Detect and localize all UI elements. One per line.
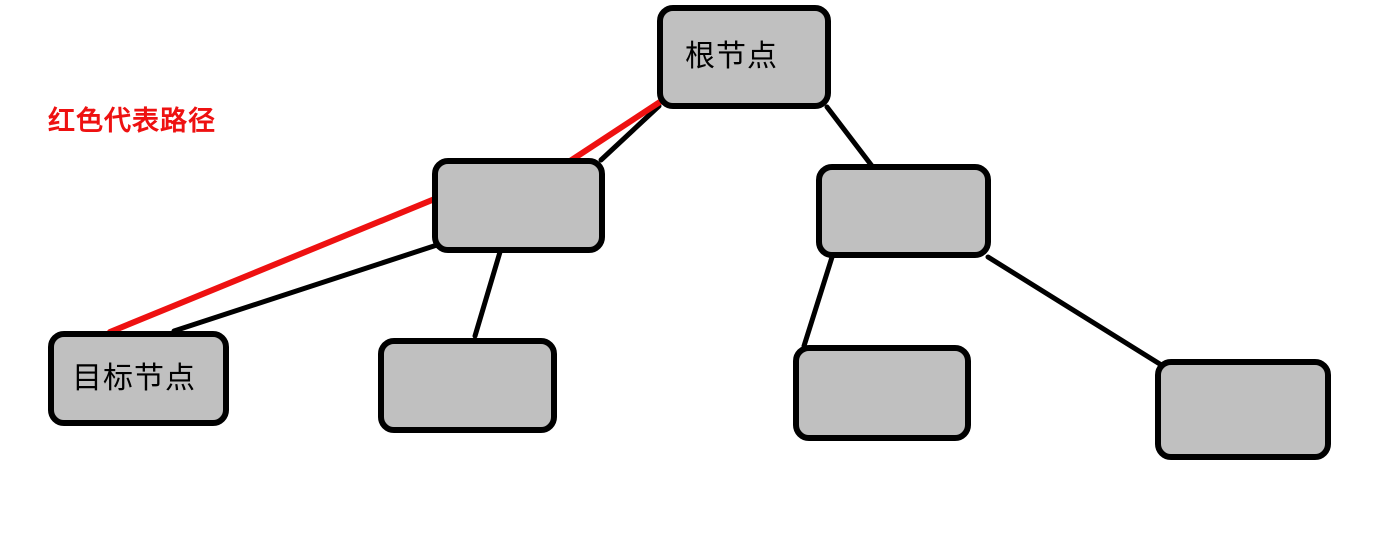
root-to-left-child [598,103,662,163]
node-leaf-3[interactable] [793,345,971,441]
right-child-to-leaf-4 [985,254,1166,369]
left-child-to-leaf-2 [472,249,503,339]
path-root-to-left-child [564,93,672,166]
node-label-target: 目标节点 [72,360,196,396]
right-child-to-leaf-3 [801,251,836,349]
left-child-to-target [171,242,440,334]
node-target[interactable]: 目标节点 [48,331,229,426]
node-root[interactable]: 根节点 [657,5,831,109]
legend-path-label: 红色代表路径 [48,106,216,137]
path-left-child-to-target [107,195,440,335]
node-label-root: 根节点 [685,39,778,74]
root-to-right-child [824,104,875,169]
node-leaf-2[interactable] [378,338,557,433]
node-right-child[interactable] [816,164,991,258]
node-left-child[interactable] [432,158,605,253]
node-leaf-4[interactable] [1155,359,1331,460]
tree-edges [171,103,1166,369]
